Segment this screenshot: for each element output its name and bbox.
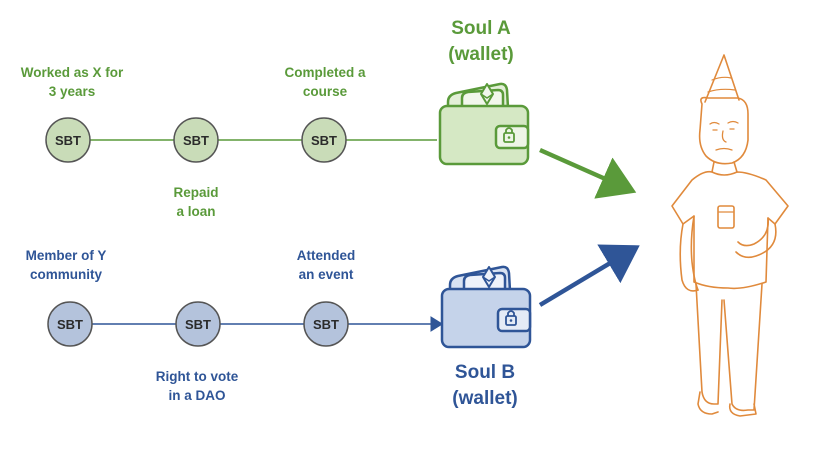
label-line: Completed a xyxy=(284,65,366,80)
sbt-node-label: SBT xyxy=(55,133,81,148)
soul-b-chain: SBT SBT SBT xyxy=(47,301,444,347)
soul-b-label-3: Attended an event xyxy=(297,246,356,284)
wallet-a-icon xyxy=(438,82,530,166)
label-line: Member of Y xyxy=(25,248,107,263)
soul-b-label-2: Right to vote in a DAO xyxy=(156,367,239,405)
soul-b-label-1: Member of Y community xyxy=(26,246,107,284)
label-line: community xyxy=(29,267,102,282)
soul-a-chain: SBT SBT SBT xyxy=(45,117,437,163)
sbt-node-b3: SBT xyxy=(303,301,349,347)
person-sketch xyxy=(671,54,789,417)
label-line: Right to vote xyxy=(155,369,239,384)
sbt-node-label: SBT xyxy=(311,133,337,148)
sbt-node-b2: SBT xyxy=(175,301,221,347)
arrow-b-to-person xyxy=(538,244,640,307)
label-line: Repaid xyxy=(173,185,219,200)
sbt-node-label: SBT xyxy=(183,133,209,148)
soul-a-label-2: Repaid a loan xyxy=(173,183,218,221)
arrow-a-to-person xyxy=(539,147,637,199)
sbt-node-a3: SBT xyxy=(301,117,347,163)
label-line: Attended xyxy=(296,248,356,263)
soul-b-name: Soul B xyxy=(454,362,516,383)
soul-a-label-3: Completed a course xyxy=(284,63,365,101)
soul-a-label-1: Worked as X for 3 years xyxy=(21,63,124,101)
sbt-node-label: SBT xyxy=(57,317,83,332)
sbt-node-label: SBT xyxy=(185,317,211,332)
sbt-node-label: SBT xyxy=(313,317,339,332)
sbt-node-a2: SBT xyxy=(173,117,219,163)
wallet-b-icon xyxy=(440,265,532,349)
label-line: in a DAO xyxy=(168,388,226,403)
soul-b-title: Soul B (wallet) xyxy=(452,360,517,412)
label-line: course xyxy=(302,84,348,99)
soul-a-subtitle: (wallet) xyxy=(448,44,514,65)
soul-b-subtitle: (wallet) xyxy=(452,388,518,409)
soul-a-title: Soul A (wallet) xyxy=(448,16,513,68)
sbt-node-b1: SBT xyxy=(47,301,93,347)
label-line: 3 years xyxy=(48,84,96,99)
label-line: Worked as X for xyxy=(20,65,124,80)
soul-a-name: Soul A xyxy=(451,18,511,39)
label-line: an event xyxy=(298,267,354,282)
sbt-node-a1: SBT xyxy=(45,117,91,163)
label-line: a loan xyxy=(176,204,216,219)
